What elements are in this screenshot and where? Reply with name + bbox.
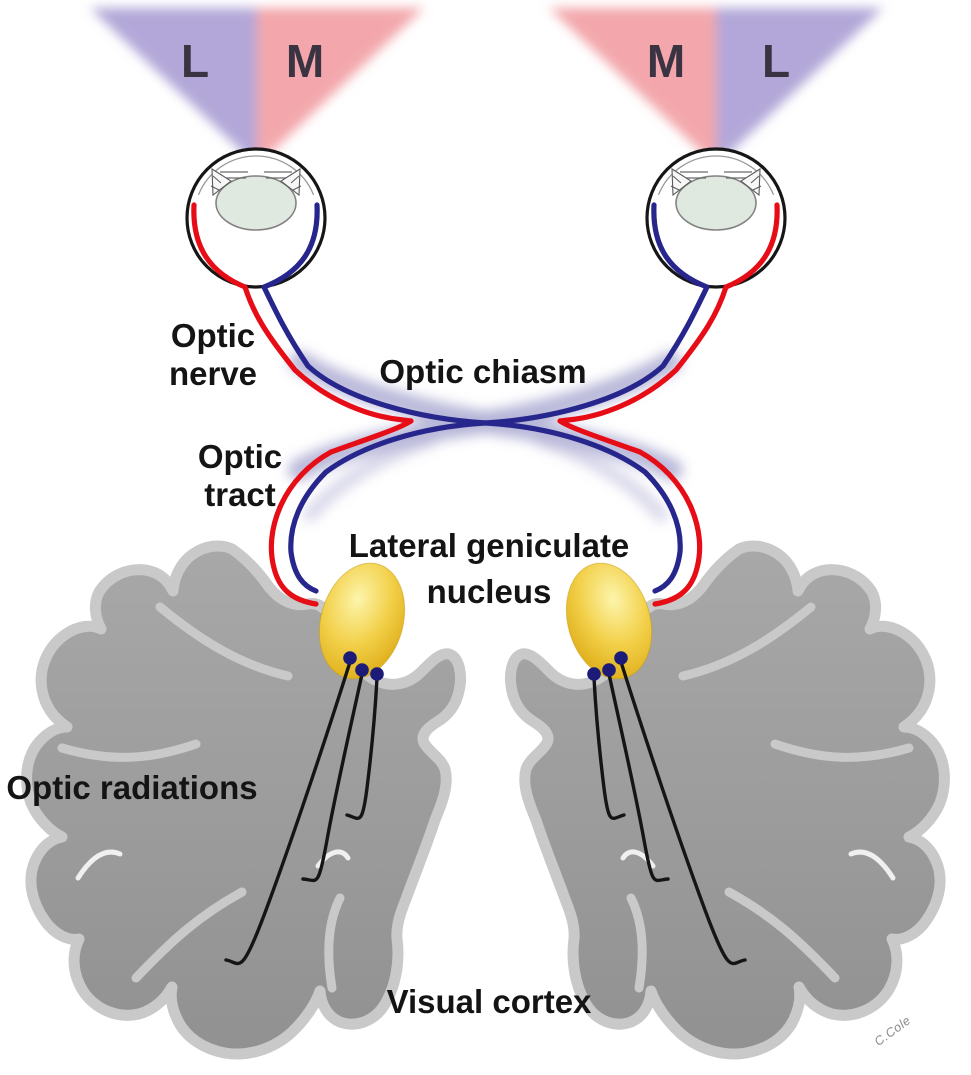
left-eye-uncrossed-fiber-red bbox=[191, 202, 414, 607]
left-eye bbox=[185, 147, 327, 289]
right-eye-uncrossed-fiber-red bbox=[557, 202, 780, 607]
optic-chiasm-label: Optic chiasm bbox=[379, 353, 587, 390]
left-field-medial-letter: M bbox=[285, 35, 325, 87]
right-visual-field-cone bbox=[549, 8, 883, 166]
optic-radiations-label: Optic radiations bbox=[6, 769, 258, 806]
left-field-lateral-letter: L bbox=[180, 35, 210, 87]
left-field-medial-half bbox=[257, 8, 424, 166]
optic-nerve-label: Optic nerve bbox=[168, 317, 258, 392]
right-field-lateral-letter: L bbox=[761, 35, 791, 87]
right-field-medial-half bbox=[549, 8, 716, 166]
right-eye-crossed-fiber-blue bbox=[288, 202, 710, 594]
lateral-geniculate-nucleus-label: Lateral geniculate nucleus bbox=[348, 527, 630, 610]
visual-cortex-label: Visual cortex bbox=[386, 983, 592, 1020]
right-eye bbox=[645, 147, 787, 289]
right-field-lateral-half bbox=[716, 8, 883, 166]
left-visual-field-cone bbox=[90, 8, 424, 166]
left-field-lateral-half bbox=[90, 8, 257, 166]
right-field-medial-letter: M bbox=[646, 35, 686, 87]
optic-tract-label: Optic tract bbox=[197, 438, 283, 513]
